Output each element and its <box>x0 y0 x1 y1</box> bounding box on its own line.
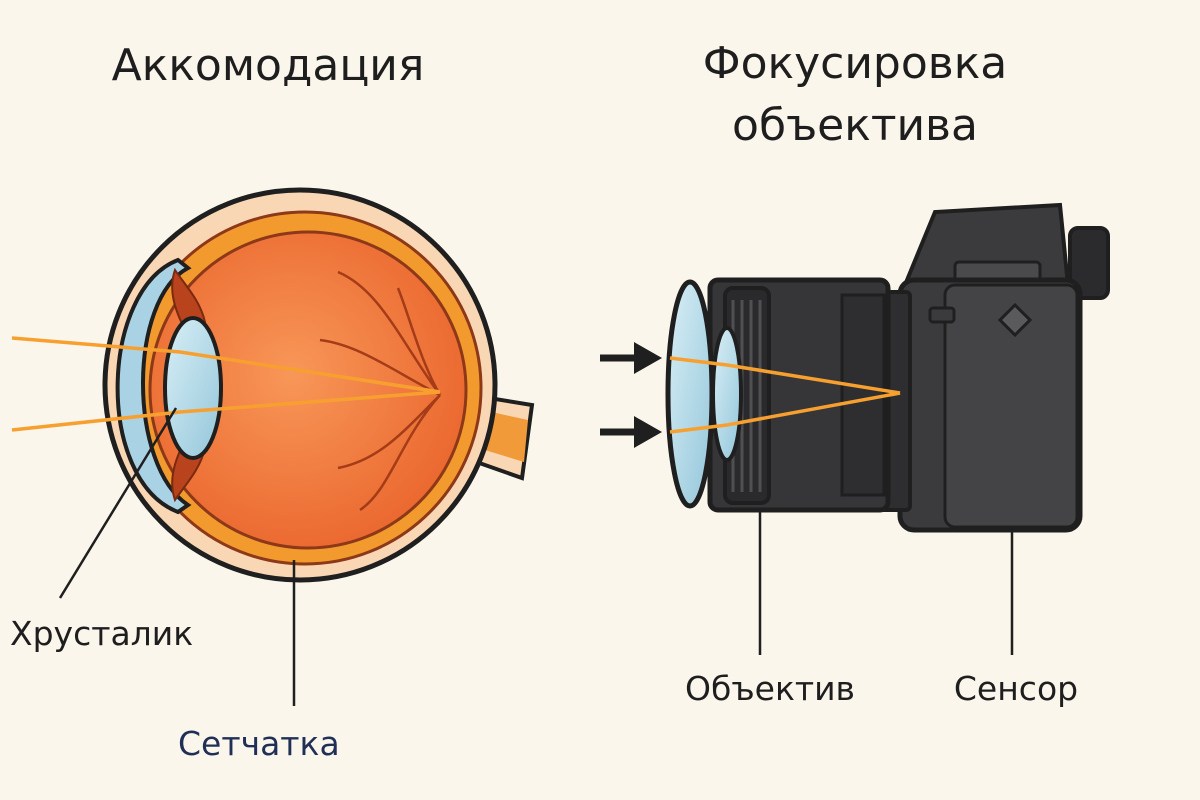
eye-illustration <box>11 187 535 706</box>
label-retina: Сетчатка <box>178 724 340 763</box>
camera-lens-inner-ring <box>840 293 886 497</box>
camera-front-element <box>665 279 715 509</box>
eye-crystalline-lens <box>163 316 223 460</box>
eye-light-rays <box>11 336 441 432</box>
camera-light-rays <box>669 356 901 434</box>
eye-cornea <box>115 257 192 515</box>
label-lens-eye: Хрусталик <box>10 614 193 653</box>
camera-logo <box>997 302 1033 338</box>
camera-grip <box>943 283 1079 529</box>
blood-vessels <box>319 270 442 512</box>
title-accommodation: Аккомодация <box>112 40 425 91</box>
label-lens-camera: Объектив <box>685 669 855 708</box>
arrow-right-icon <box>600 342 662 374</box>
pointer-lens-eye <box>58 407 178 599</box>
eye-vitreous <box>148 230 468 550</box>
camera-eyepiece <box>1068 226 1110 300</box>
title-lens-focusing-line2: объектива <box>732 100 978 151</box>
camera-strap-lug <box>928 306 956 324</box>
camera-illustration <box>665 202 1110 655</box>
camera-inner-element <box>711 326 743 462</box>
arrow-right-icon <box>600 416 662 448</box>
title-lens-focusing-line1: Фокусировка <box>703 38 1008 89</box>
label-sensor: Сенсор <box>954 669 1078 708</box>
